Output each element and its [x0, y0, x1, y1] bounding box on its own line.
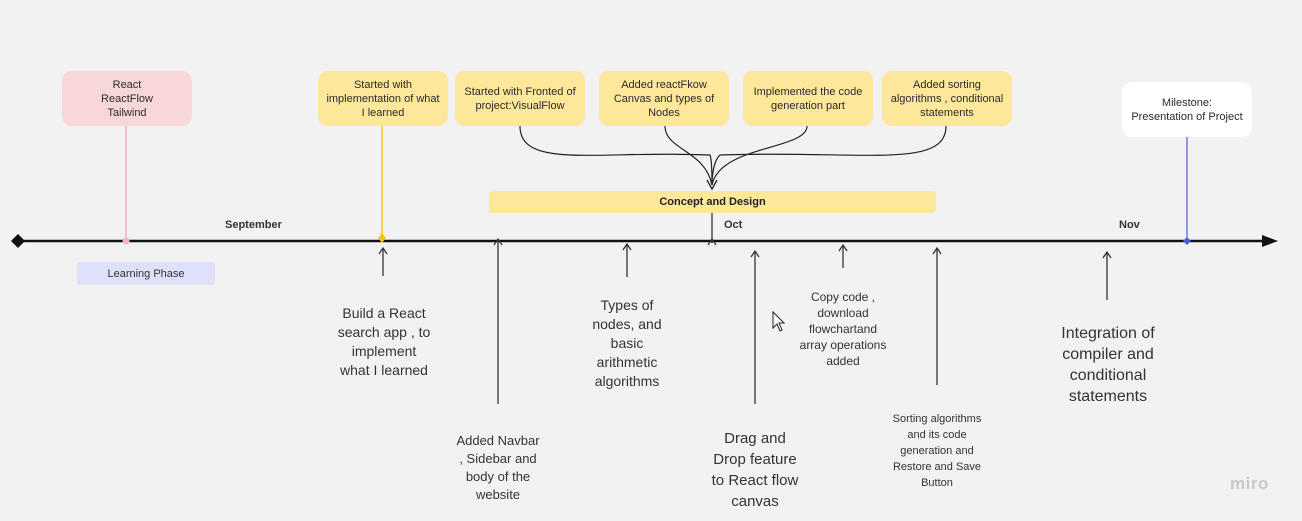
curve-sorting [711, 125, 947, 186]
month-september: September [225, 219, 282, 231]
sticky-started-frontend[interactable]: Started with Fronted of project:VisualFl… [455, 71, 585, 126]
timeline-end-arrowhead [1262, 235, 1278, 247]
sticky-added-reactflow[interactable]: Added reactFkow Canvas and types of Node… [599, 71, 729, 126]
note-navbar[interactable]: Added Navbar , Sidebar and body of the w… [456, 433, 540, 502]
concept-stem-head [707, 237, 717, 246]
note-search-app[interactable]: Build a React search app , to implement … [337, 305, 431, 378]
started-impl-dot [378, 233, 386, 243]
sticky-added-reactflow-text: Added reactFkow Canvas and types of Node… [613, 78, 715, 119]
sticky-tech-stack-text: React ReactFlow Tailwind [101, 78, 153, 119]
sticky-code-gen-text: Implemented the code generation part [753, 85, 863, 112]
concept-design-bar[interactable]: Concept and Design [489, 191, 936, 213]
sticky-milestone[interactable]: Milestone: Presentation of Project [1122, 82, 1252, 137]
sticky-tech-stack[interactable]: React ReactFlow Tailwind [62, 71, 192, 126]
sticky-sorting[interactable]: Added sorting algorithms , conditional s… [882, 71, 1012, 126]
sticky-code-gen[interactable]: Implemented the code generation part [743, 71, 873, 126]
curve-frontend [519, 125, 713, 186]
note-integration[interactable]: Integration of compiler and conditional … [1061, 325, 1155, 405]
note-drag-drop[interactable]: Drag and Drop feature to React flow canv… [711, 430, 799, 510]
concept-arrowhead [706, 179, 718, 191]
sticky-milestone-text: Milestone: Presentation of Project [1131, 96, 1243, 123]
sticky-started-impl-text: Started with implementation of what I le… [326, 78, 440, 119]
sticky-started-frontend-text: Started with Fronted of project:VisualFl… [464, 85, 576, 112]
note-sorting-code[interactable]: Sorting algorithms and its code generati… [892, 413, 982, 489]
sticky-sorting-text: Added sorting algorithms , conditional s… [890, 78, 1004, 119]
timeline-start-diamond [11, 234, 25, 248]
mouse-cursor-icon [772, 310, 786, 332]
curve-reactflow [664, 125, 713, 186]
month-oct: Oct [724, 219, 743, 231]
month-nov: Nov [1119, 219, 1140, 231]
tech-dot [122, 237, 130, 245]
sticky-started-impl[interactable]: Started with implementation of what I le… [318, 71, 448, 126]
milestone-dot [1183, 237, 1191, 245]
note-copy-code[interactable]: Copy code , download flowchartand array … [799, 290, 887, 368]
miro-logo: miro [1230, 474, 1269, 493]
curve-codegen [711, 125, 808, 186]
note-types-nodes[interactable]: Types of nodes, and basic arithmetic alg… [592, 297, 662, 389]
learning-phase-bar[interactable]: Learning Phase [77, 262, 215, 285]
